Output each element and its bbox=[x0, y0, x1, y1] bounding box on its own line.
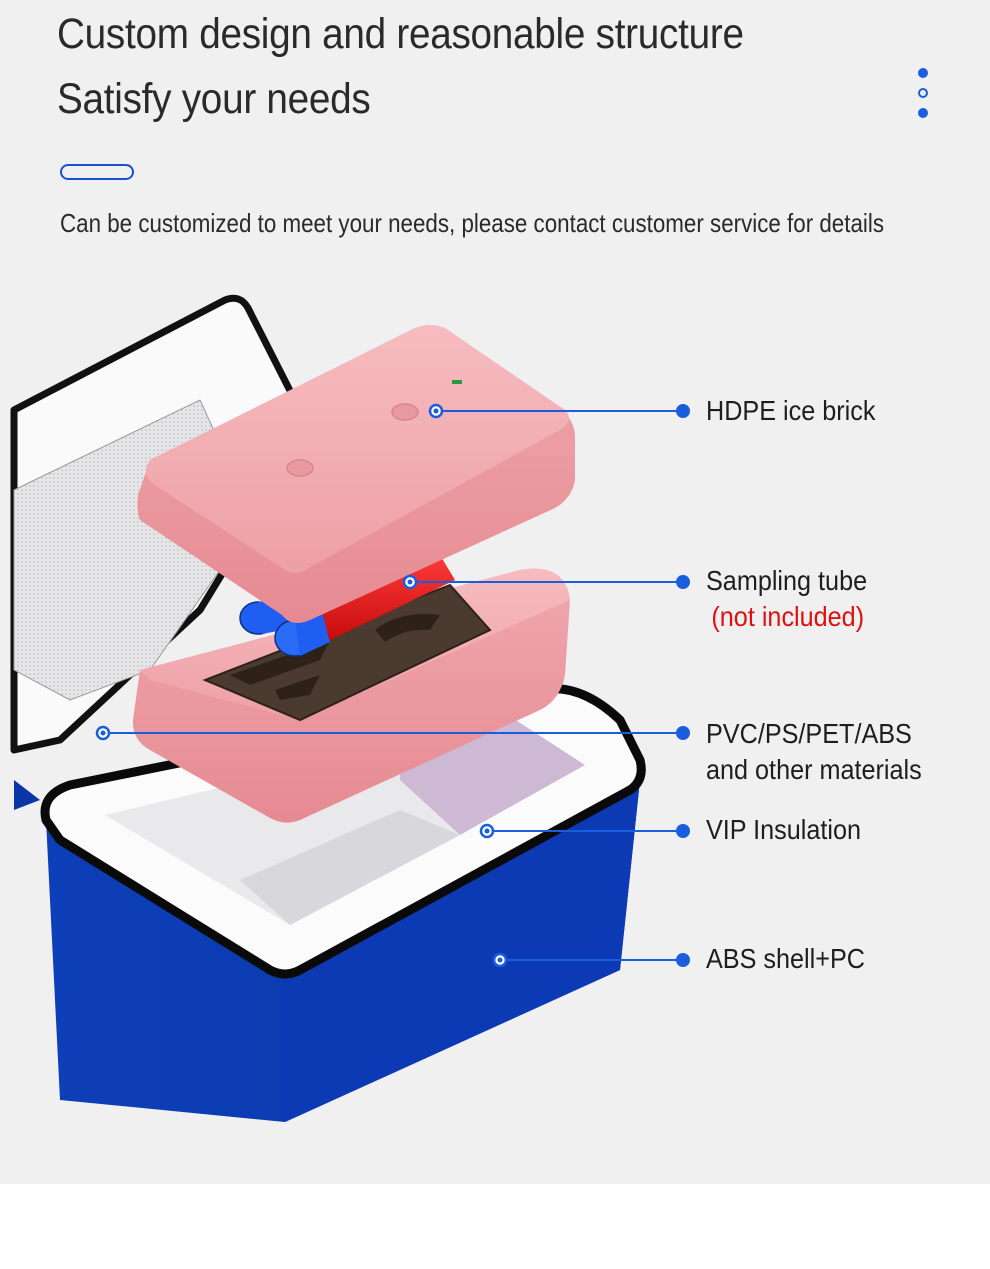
pagination-dots[interactable] bbox=[916, 68, 930, 122]
callout-label: ABS shell+PC bbox=[706, 943, 865, 974]
ice-brick bbox=[137, 325, 576, 624]
callout-label: HDPE ice brick bbox=[706, 395, 876, 426]
callout-lines bbox=[103, 410, 683, 961]
cooler-box-illustration bbox=[10, 294, 690, 1122]
foam-tray bbox=[132, 568, 570, 823]
page-dot-3[interactable] bbox=[918, 108, 928, 118]
content-panel: Custom design and reasonable structure S… bbox=[0, 0, 990, 1184]
callout-markers bbox=[95, 403, 690, 968]
callout-label-line2: and other materials bbox=[706, 754, 922, 785]
page-dot-2[interactable] bbox=[918, 88, 928, 98]
subtitle: Can be customized to meet your needs, pl… bbox=[60, 208, 885, 238]
callout-materials: PVC/PS/PET/ABS and other materials bbox=[706, 716, 922, 788]
callout-label: VIP Insulation bbox=[706, 814, 862, 845]
callout-label: PVC/PS/PET/ABS bbox=[706, 718, 912, 749]
callout-note: (not included) bbox=[711, 601, 865, 632]
page-dot-1[interactable] bbox=[918, 68, 928, 78]
callout-label: Sampling tube bbox=[706, 565, 868, 596]
callout-hdpe-ice-brick: HDPE ice brick bbox=[706, 393, 875, 429]
callout-sampling-tube: Sampling tube (not included) bbox=[706, 563, 867, 635]
callout-vip-insulation: VIP Insulation bbox=[706, 812, 861, 848]
title-line-1: Custom design and reasonable structure bbox=[57, 10, 744, 58]
title-line-2: Satisfy your needs bbox=[57, 75, 371, 123]
callout-abs-shell: ABS shell+PC bbox=[706, 941, 865, 977]
accent-pill bbox=[60, 164, 134, 180]
